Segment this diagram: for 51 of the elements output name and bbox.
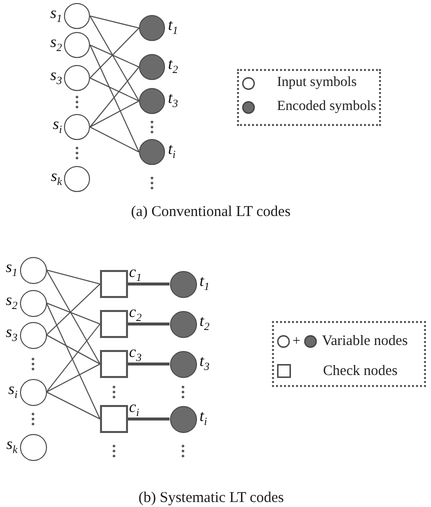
connector-line xyxy=(46,284,100,336)
node-label: s$_{k}$ xyxy=(6,437,18,453)
node-label: t$_{1}$ xyxy=(168,18,178,34)
plus-sign: + xyxy=(292,334,300,348)
node-label: t$_{2}$ xyxy=(168,57,178,73)
connector-line xyxy=(128,362,170,366)
node-label: t$_{2}$ xyxy=(200,314,210,330)
figure-caption: (b) Systematic LT codes xyxy=(138,490,284,506)
legend-text: Check nodes xyxy=(323,362,398,380)
connector-line xyxy=(46,324,100,392)
connector-line xyxy=(90,126,140,152)
connector-line xyxy=(46,364,100,392)
connector-line xyxy=(46,270,100,284)
connector-line xyxy=(46,334,100,364)
connector-line xyxy=(90,78,140,102)
connector-line xyxy=(46,302,100,420)
connector-line xyxy=(128,418,170,420)
legend-text: Encoded symbols xyxy=(277,99,376,115)
node-label: s$_{i}$ xyxy=(8,382,18,398)
figure-caption: (a) Conventional LT codes xyxy=(131,204,291,220)
node-label: t$_{1}$ xyxy=(200,274,210,290)
connector-line xyxy=(90,100,140,128)
connector-line xyxy=(46,302,100,324)
node-label: c$_{2}$ xyxy=(129,305,142,321)
connector-line xyxy=(90,16,140,102)
node-label: s$_{2}$ xyxy=(50,35,62,51)
connector-line xyxy=(90,66,140,128)
connector-line xyxy=(46,392,100,420)
node-label: s$_{i}$ xyxy=(52,117,62,133)
node-label: t$_{3}$ xyxy=(200,354,210,370)
node-label: s$_{3}$ xyxy=(6,325,18,341)
legend-text: Input symbols xyxy=(277,75,357,91)
node-label: c$_{i}$ xyxy=(129,400,140,416)
node-label: s$_{2}$ xyxy=(6,293,18,309)
connector-line xyxy=(46,270,100,364)
connector-line xyxy=(128,322,170,326)
node-label: c$_{3}$ xyxy=(129,345,142,361)
connector-line xyxy=(90,44,140,68)
connector-line xyxy=(90,28,140,78)
legend-text: Variable nodes xyxy=(322,332,408,350)
connector-line xyxy=(90,16,140,28)
node-label: t$_{3}$ xyxy=(168,91,178,107)
node-label: t$_{i}$ xyxy=(168,142,176,158)
connector-line xyxy=(128,282,170,286)
node-label: t$_{i}$ xyxy=(200,409,208,425)
node-label: s$_{k}$ xyxy=(50,169,62,185)
node-label: s$_{1}$ xyxy=(6,260,18,276)
node-label: s$_{1}$ xyxy=(50,6,62,22)
node-label: s$_{3}$ xyxy=(50,68,62,84)
connector-line xyxy=(90,44,140,152)
node-label: c$_{1}$ xyxy=(129,265,142,281)
